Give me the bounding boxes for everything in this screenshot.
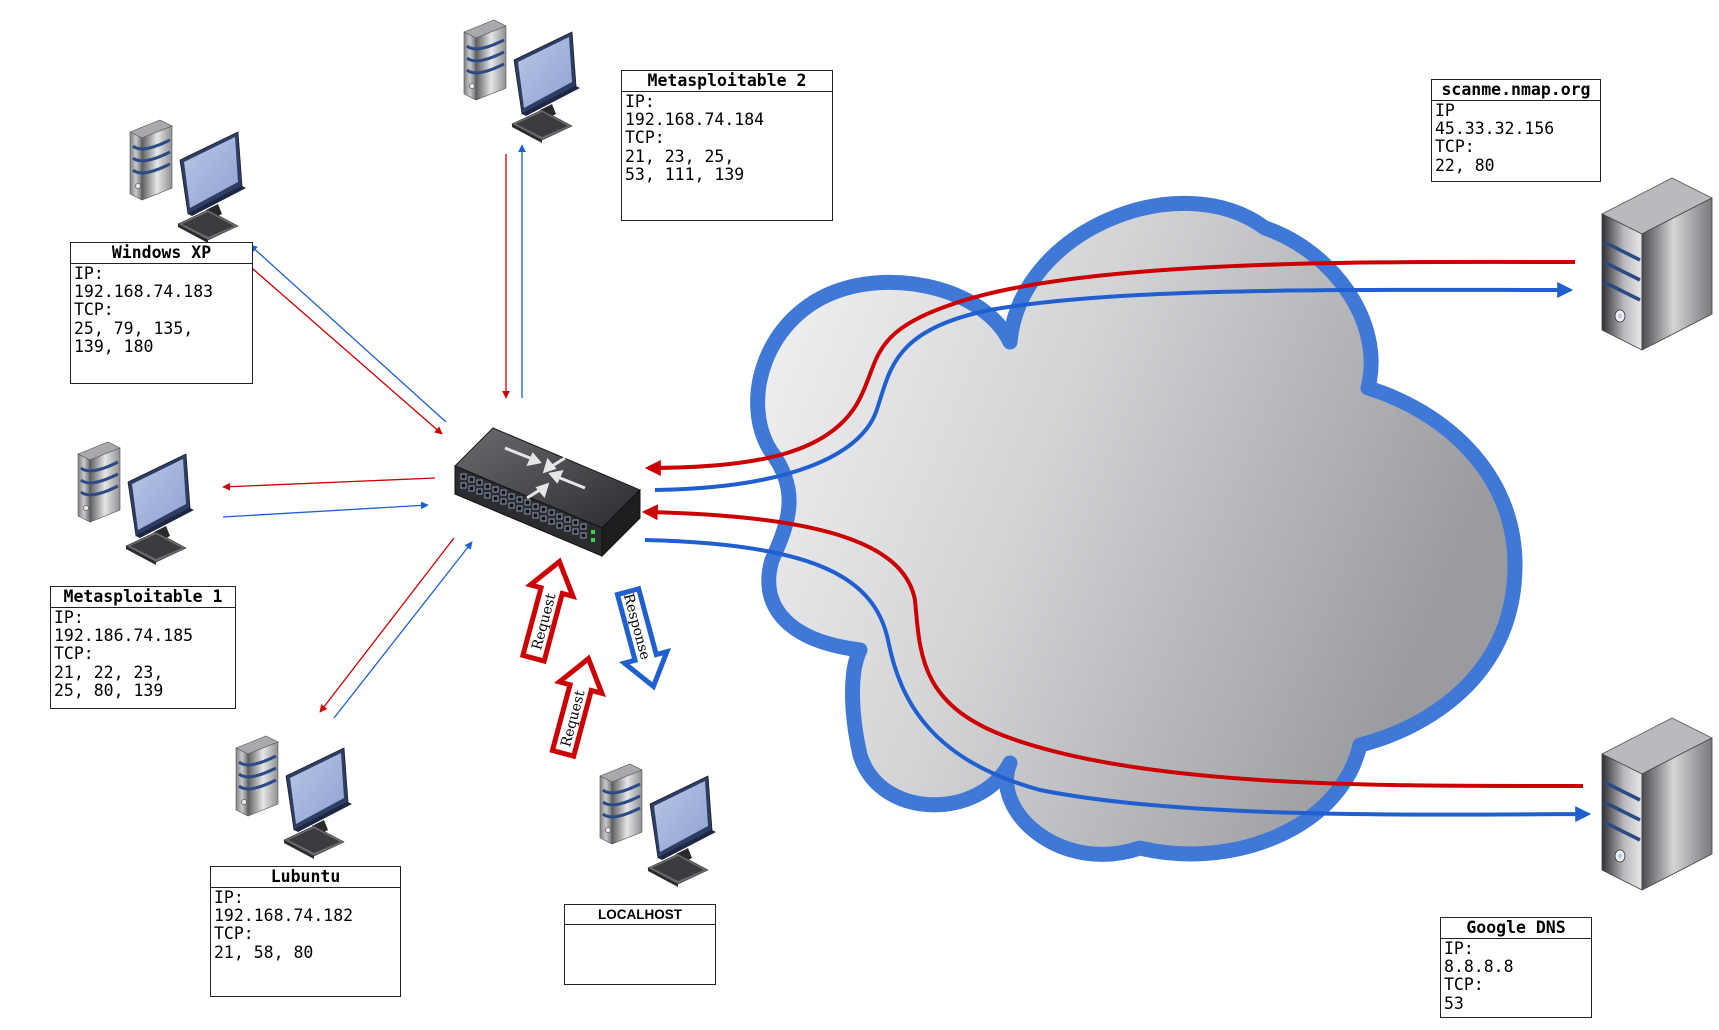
response-arrow: Response bbox=[614, 585, 672, 691]
detail-line: IP: bbox=[214, 888, 244, 907]
detail-line: TCP: bbox=[74, 300, 114, 320]
detail-line: IP: bbox=[625, 92, 655, 111]
detail-line: TCP: bbox=[214, 924, 254, 944]
host-title: Google DNS bbox=[1441, 918, 1591, 939]
request-arrow-2: Request bbox=[549, 654, 607, 760]
detail-line: 25, 79, 135, bbox=[74, 318, 194, 338]
detail-line: TCP: bbox=[54, 644, 94, 664]
detail-line: 21, 58, 80 bbox=[214, 942, 314, 962]
detail-line: IP: bbox=[1444, 939, 1474, 958]
lan-arrows bbox=[222, 144, 526, 719]
internet-cloud-icon bbox=[750, 195, 1523, 862]
detail-line: 192.168.74.184 bbox=[625, 110, 765, 130]
detail-line: 53 bbox=[1444, 993, 1464, 1013]
desktop-computer-icon bbox=[128, 118, 248, 245]
host-title: Lubuntu bbox=[211, 867, 400, 888]
host-title: Metasploitable 1 bbox=[51, 587, 235, 608]
network-switch-icon bbox=[454, 427, 641, 558]
host-title: LOCALHOST bbox=[565, 905, 715, 925]
localhost-info: LOCALHOST bbox=[564, 904, 716, 985]
tower-server-icon bbox=[1600, 716, 1714, 892]
desktop-computer-icon bbox=[598, 762, 718, 889]
host-title: scanme.nmap.org bbox=[1432, 80, 1600, 101]
detail-line: 192.168.74.182 bbox=[214, 906, 354, 926]
detail-line: 139, 180 bbox=[74, 336, 154, 356]
detail-line: TCP: bbox=[625, 128, 665, 148]
detail-line: 8.8.8.8 bbox=[1444, 957, 1514, 977]
internet-flows bbox=[641, 259, 1592, 823]
detail-line: IP: bbox=[74, 264, 104, 283]
detail-line: TCP: bbox=[1435, 137, 1475, 157]
detail-line: 53, 111, 139 bbox=[625, 164, 745, 184]
detail-line: IP: bbox=[54, 608, 84, 627]
detail-line: 192.186.74.185 bbox=[54, 626, 194, 646]
detail-line: TCP: bbox=[1444, 975, 1484, 995]
desktop-computer-icon bbox=[234, 734, 354, 861]
detail-line: 22, 80 bbox=[1435, 155, 1495, 175]
request-arrow-1: Request bbox=[519, 557, 578, 665]
host-title: Metasploitable 2 bbox=[622, 71, 832, 92]
detail-line: 192.168.74.183 bbox=[74, 282, 214, 302]
tower-server-icon bbox=[1600, 176, 1714, 352]
desktop-computer-icon bbox=[76, 440, 196, 567]
detail-line: 45.33.32.156 bbox=[1435, 119, 1555, 139]
host-title: Windows XP bbox=[71, 243, 252, 264]
detail-line: 25, 80, 139 bbox=[54, 680, 164, 700]
detail-line: IP bbox=[1435, 101, 1455, 120]
detail-line: 21, 23, 25, bbox=[625, 146, 735, 166]
desktop-computer-icon bbox=[462, 18, 582, 145]
detail-line: 21, 22, 23, bbox=[54, 662, 164, 682]
